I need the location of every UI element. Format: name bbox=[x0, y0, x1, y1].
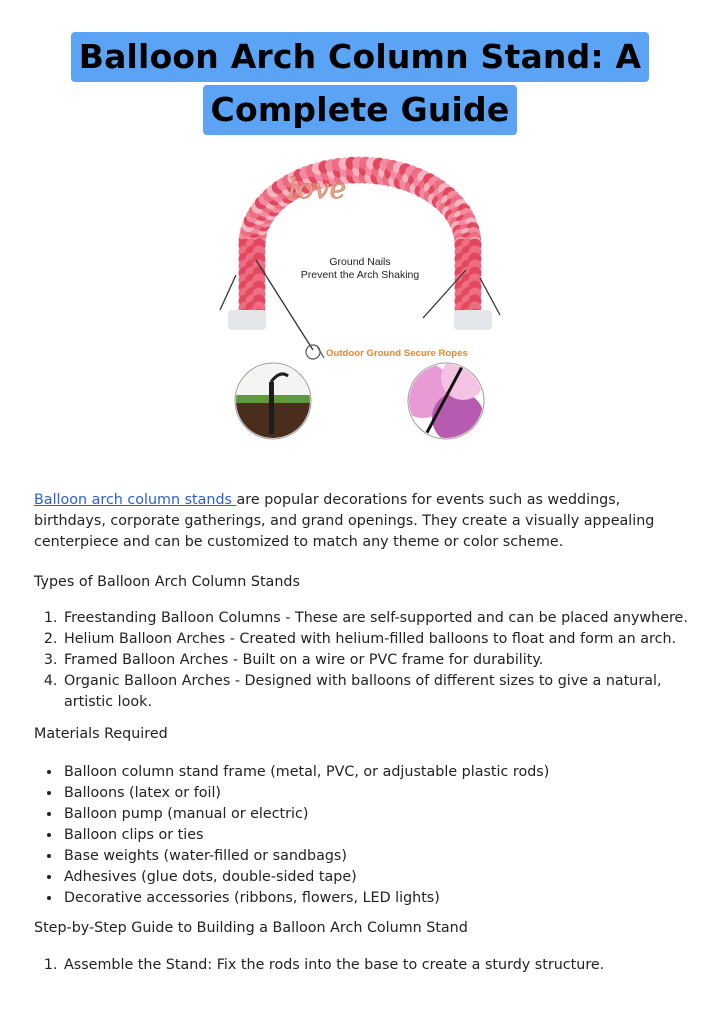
balloon-arch-image: love Ground Nails Prevent the Arch Shaki… bbox=[218, 150, 502, 446]
nails-label-2: Prevent the Arch Shaking bbox=[301, 269, 420, 281]
balloon-arch-column-stands-link[interactable]: Balloon arch column stands bbox=[34, 492, 237, 508]
list-item: Balloon column stand frame (metal, PVC, … bbox=[62, 762, 694, 783]
steps-list: Assemble the Stand: Fix the rods into th… bbox=[34, 955, 694, 976]
list-item: Decorative accessories (ribbons, flowers… bbox=[62, 888, 694, 909]
list-item: Balloon clips or ties bbox=[62, 825, 694, 846]
left-rope bbox=[255, 259, 314, 351]
left-base bbox=[228, 310, 266, 330]
intro-paragraph: Balloon arch column stands are popular d… bbox=[34, 490, 694, 553]
title-line-1: Balloon Arch Column Stand: A bbox=[70, 32, 650, 82]
nails-label-1: Ground Nails bbox=[329, 256, 390, 268]
list-item: Freestanding Balloon Columns - These are… bbox=[62, 608, 694, 629]
ground-stake-detail bbox=[234, 362, 312, 440]
materials-list: Balloon column stand frame (metal, PVC, … bbox=[34, 762, 694, 909]
materials-heading: Materials Required bbox=[34, 726, 168, 742]
types-list: Freestanding Balloon Columns - These are… bbox=[34, 608, 694, 713]
document-title: Balloon Arch Column Stand: A Complete Gu… bbox=[0, 32, 720, 135]
types-heading: Types of Balloon Arch Column Stands bbox=[34, 574, 300, 590]
list-item: Base weights (water-filled or sandbags) bbox=[62, 846, 694, 867]
rope-clip-icon bbox=[305, 344, 325, 360]
list-item: Helium Balloon Arches - Created with hel… bbox=[62, 629, 694, 650]
steps-heading: Step-by-Step Guide to Building a Balloon… bbox=[34, 920, 468, 936]
intro-text: are popular decorations for events such … bbox=[34, 492, 655, 550]
list-item: Balloon pump (manual or electric) bbox=[62, 804, 694, 825]
list-item: Assemble the Stand: Fix the rods into th… bbox=[62, 955, 694, 976]
arch-balloons bbox=[238, 156, 482, 322]
list-item: Adhesives (glue dots, double-sided tape) bbox=[62, 867, 694, 888]
right-rope bbox=[422, 269, 467, 319]
list-item: Balloons (latex or foil) bbox=[62, 783, 694, 804]
love-foil-balloon: love bbox=[288, 172, 346, 205]
list-item: Organic Balloon Arches - Designed with b… bbox=[62, 671, 694, 713]
list-item: Framed Balloon Arches - Built on a wire … bbox=[62, 650, 694, 671]
right-base bbox=[454, 310, 492, 330]
title-line-2: Complete Guide bbox=[202, 85, 518, 135]
ropes-label: Outdoor Ground Secure Ropes bbox=[326, 348, 468, 359]
